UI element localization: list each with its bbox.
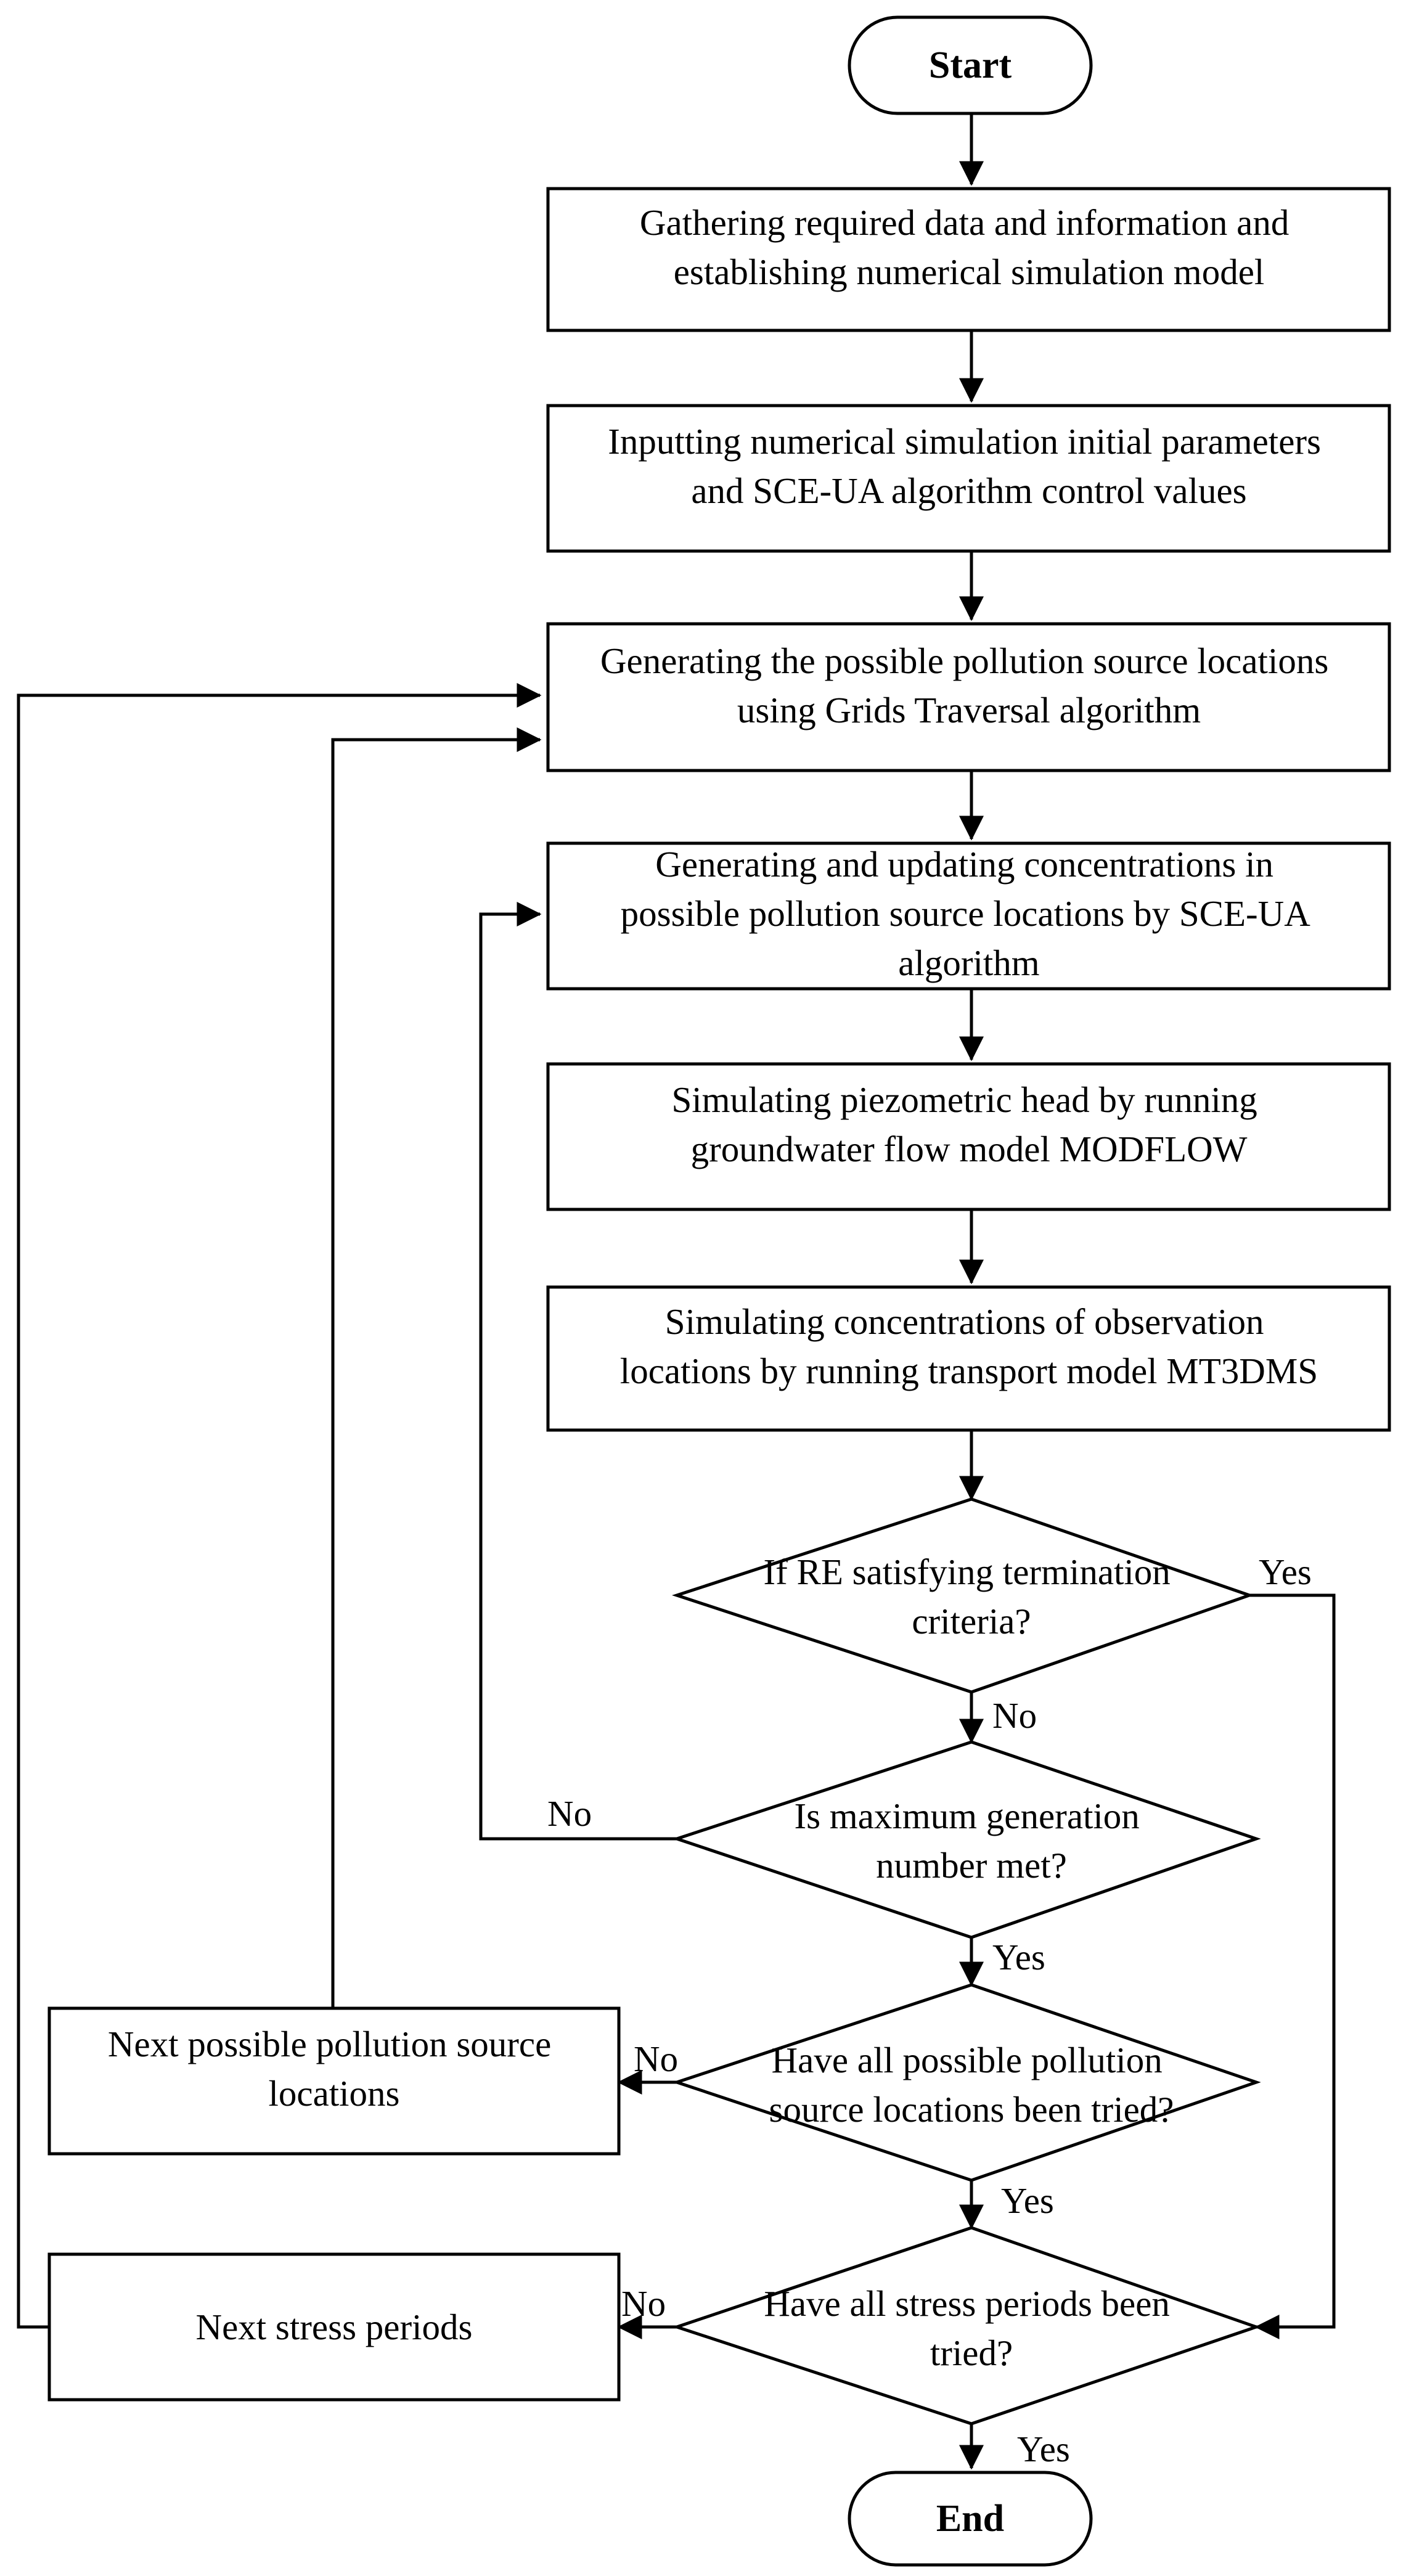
simulate-transport-line-2: locations by running transport model MT3… (620, 1351, 1318, 1391)
max-generation-decision (672, 1740, 1261, 1939)
max-generation-line-1: Is maximum generation (794, 1796, 1139, 1836)
simulate-transport-box (546, 1285, 1391, 1432)
edges (17, 113, 1336, 2470)
start-label: Start (929, 44, 1012, 86)
max-generation-line-2: number met? (876, 1845, 1067, 1886)
generate-concentrations-line-2: possible pollution source locations by S… (621, 893, 1311, 934)
next-period-box (47, 2252, 621, 2402)
gather-data-line-2: establishing numerical simulation model (674, 251, 1265, 292)
all-locations-text: Have all possible pollution source locat… (769, 2040, 1174, 2130)
edge-next-location-to-locations (331, 727, 542, 2008)
locations-no-label: No (634, 2038, 678, 2079)
re-criteria-line-1: If RE satisfying termination (763, 1552, 1170, 1592)
generation-yes-label: Yes (992, 1937, 1045, 1977)
start-terminal (848, 15, 1093, 115)
generation-no-label: No (547, 1793, 592, 1834)
edge-generation-no-to-concentrations (479, 902, 677, 1841)
next-period-text: Next stress periods (196, 2307, 473, 2347)
generate-concentrations-box (546, 841, 1391, 991)
re-criteria-line-2: criteria? (912, 1601, 1031, 1642)
input-parameters-text: Inputting numerical simulation initial p… (608, 421, 1330, 511)
edge-next-period-to-locations (17, 683, 542, 2329)
end-terminal (848, 2471, 1093, 2567)
re-yes-label: Yes (1259, 1552, 1312, 1592)
all-locations-line-1: Have all possible pollution (772, 2040, 1163, 2080)
simulate-head-line-1: Simulating piezometric head by running (671, 1079, 1257, 1120)
simulate-transport-line-1: Simulating concentrations of observation (665, 1301, 1264, 1342)
simulate-head-box (546, 1062, 1391, 1211)
generate-locations-line-2: using Grids Traversal algorithm (737, 690, 1201, 730)
gather-data-box (546, 187, 1391, 332)
generate-concentrations-line-1: Generating and updating concentrations i… (655, 844, 1273, 885)
re-criteria-decision (671, 1497, 1254, 1694)
re-no-label: No (992, 1695, 1037, 1736)
all-periods-text: Have all stress periods been tried? (764, 2283, 1179, 2373)
re-criteria-text: If RE satisfying termination criteria? (763, 1552, 1179, 1642)
generate-concentrations-text: Generating and updating concentrations i… (621, 844, 1318, 983)
end-label: End (936, 2498, 1004, 2540)
max-generation-text: Is maximum generation number met? (794, 1796, 1148, 1886)
all-periods-line-2: tried? (930, 2333, 1013, 2373)
input-parameters-line-2: and SCE-UA algorithm control values (691, 470, 1246, 511)
all-locations-decision (672, 1983, 1261, 2182)
edge-re-yes-to-periods (1249, 1593, 1336, 2339)
periods-no-label: No (621, 2283, 666, 2324)
simulate-head-text: Simulating piezometric head by running g… (671, 1079, 1266, 1169)
all-periods-decision (672, 2226, 1261, 2426)
next-location-text: Next possible pollution source locations (108, 2024, 560, 2114)
periods-yes-label: Yes (1017, 2429, 1070, 2469)
input-parameters-line-1: Inputting numerical simulation initial p… (608, 421, 1321, 462)
next-location-line-2: locations (268, 2073, 399, 2114)
locations-yes-label: Yes (1001, 2180, 1054, 2221)
all-periods-line-1: Have all stress periods been (764, 2283, 1170, 2324)
generate-locations-line-1: Generating the possible pollution source… (600, 640, 1328, 681)
generate-locations-text: Generating the possible pollution source… (600, 640, 1338, 730)
gather-data-line-1: Gathering required data and information … (640, 202, 1289, 243)
simulate-head-line-2: groundwater flow model MODFLOW (691, 1129, 1248, 1169)
generate-concentrations-line-3: algorithm (898, 942, 1039, 983)
gather-data-text: Gathering required data and information … (640, 202, 1298, 292)
next-location-box (47, 2006, 621, 2156)
next-location-line-1: Next possible pollution source (108, 2024, 551, 2064)
all-locations-line-2: source locations been tried? (769, 2089, 1174, 2130)
generate-locations-box (546, 622, 1391, 772)
simulate-transport-text: Simulating concentrations of observation… (620, 1301, 1318, 1391)
input-parameters-box (546, 404, 1391, 553)
